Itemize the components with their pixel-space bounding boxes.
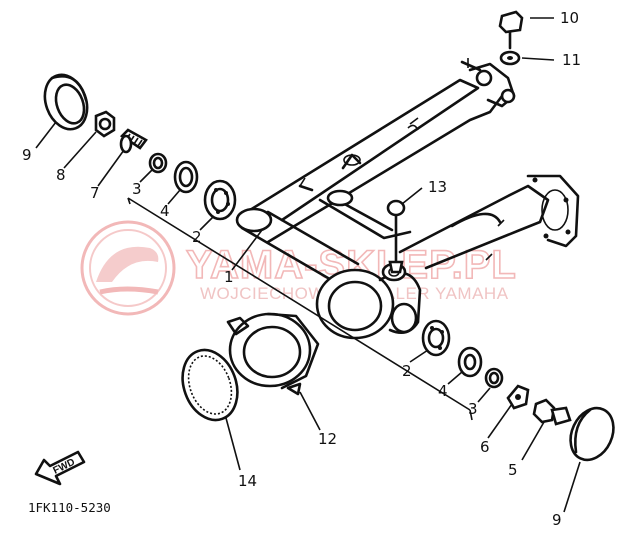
adjust-bolt-part-7 bbox=[119, 128, 148, 154]
callout-3-left: 3 bbox=[132, 180, 142, 198]
callout-5: 5 bbox=[508, 461, 518, 479]
callout-7: 7 bbox=[90, 184, 100, 202]
bracket-line bbox=[127, 197, 471, 411]
callout-3-right: 3 bbox=[468, 400, 478, 418]
bearing-part-2-right bbox=[421, 319, 451, 357]
callout-1: 1 bbox=[224, 268, 234, 286]
callout-12: 12 bbox=[318, 430, 337, 448]
bevel-housing-part-12 bbox=[226, 312, 320, 396]
watermark-logo-icon bbox=[80, 220, 176, 316]
callout-8: 8 bbox=[56, 166, 66, 184]
forward-arrow-icon: FWD bbox=[34, 450, 86, 486]
callout-10: 10 bbox=[560, 9, 579, 27]
oil-seal-part-4-right bbox=[457, 346, 483, 378]
washer-part-11 bbox=[499, 50, 521, 66]
leader-lines bbox=[35, 17, 581, 513]
oil-seal-part-4-left bbox=[173, 160, 199, 194]
dust-cap-part-9-right bbox=[569, 406, 615, 462]
callout-4-right: 4 bbox=[438, 382, 448, 400]
callout-11: 11 bbox=[562, 51, 581, 69]
callout-9-right: 9 bbox=[552, 511, 562, 529]
lock-plate-part-6 bbox=[506, 384, 530, 410]
collar-part-3-right bbox=[484, 367, 504, 389]
pivot-bolt-part-5 bbox=[532, 398, 572, 426]
bolt-part-10 bbox=[498, 10, 524, 50]
callout-2-left: 2 bbox=[192, 228, 202, 246]
callout-14: 14 bbox=[238, 472, 257, 490]
forward-arrow-label: FWD bbox=[51, 457, 76, 477]
dealer-watermark: YAMA-SKLEP.PL WOJCIECHOWSKI DEALER YAMAH… bbox=[80, 220, 517, 316]
dust-cap-part-9-left bbox=[43, 73, 89, 131]
callout-4-left: 4 bbox=[160, 202, 170, 220]
callout-9-left: 9 bbox=[22, 146, 32, 164]
gasket-part-14 bbox=[181, 348, 239, 422]
diagram-code: 1FK110-5230 bbox=[28, 500, 111, 515]
bearing-part-2-left bbox=[203, 179, 237, 221]
nut-part-8 bbox=[94, 110, 116, 138]
callout-13: 13 bbox=[428, 178, 447, 196]
collar-part-3-left bbox=[148, 152, 168, 174]
callout-2-right: 2 bbox=[402, 362, 412, 380]
grease-fitting-part-13 bbox=[386, 199, 406, 274]
callout-numbers: 10 11 9 8 7 3 4 2 13 1 2 4 3 12 14 6 5 9 bbox=[22, 9, 581, 529]
callout-6: 6 bbox=[480, 438, 490, 456]
